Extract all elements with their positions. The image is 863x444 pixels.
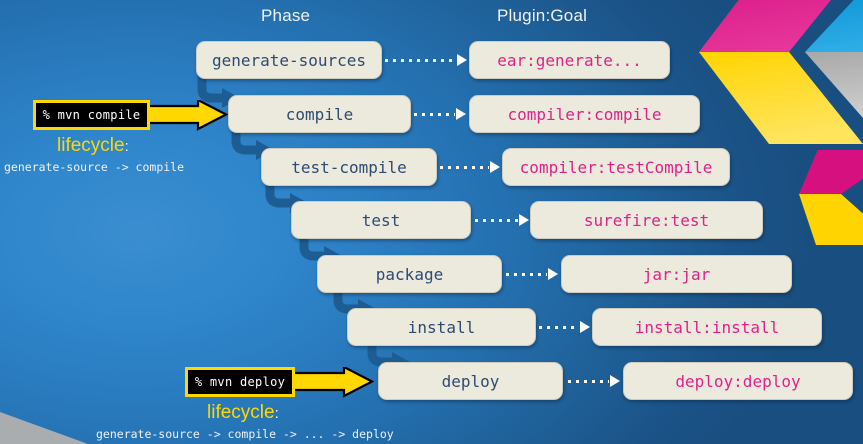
lifecycle-chain-compile: generate-source -> compile: [4, 160, 185, 174]
phase-node-deploy[interactable]: deploy: [378, 362, 563, 400]
lifecycle-chain-deploy: generate-source -> compile -> ... -> dep…: [96, 427, 394, 441]
lifecycle-colon-compile: :: [124, 138, 129, 155]
triangle-gray: [0, 412, 88, 444]
dotted-arrow-row-7: [568, 375, 620, 387]
chevron-cyan-upper: [805, 0, 863, 52]
goal-node-compiler-testcompile[interactable]: compiler:testCompile: [502, 148, 730, 186]
dotted-arrow-row-6: [539, 321, 590, 333]
lifecycle-label-compile: lifecycle:: [57, 135, 129, 157]
dotted-arrow-row-5: [506, 268, 558, 280]
lifecycle-word-compile: lifecycle: [57, 135, 125, 156]
dotted-arrow-row-2: [414, 108, 466, 120]
phase-node-package[interactable]: package: [317, 255, 502, 293]
goal-node-compiler-compile[interactable]: compiler:compile: [469, 95, 700, 133]
lifecycle-word-deploy: lifecycle: [207, 402, 275, 423]
callout-arrow-compile: [142, 100, 228, 131]
phase-node-generate-sources[interactable]: generate-sources: [196, 41, 382, 79]
column-header-plugin-goal: Plugin:Goal: [497, 6, 588, 25]
dotted-arrow-row-3: [440, 161, 500, 173]
chevron-gray-lower: [805, 52, 863, 118]
column-header-phase: Phase: [261, 6, 311, 25]
phase-node-install[interactable]: install: [347, 308, 536, 346]
dotted-arrow-row-1: [385, 54, 467, 66]
bottom-left-wedge-decoration: [0, 412, 88, 444]
callout-command-compile[interactable]: % mvn compile: [33, 100, 150, 130]
goal-node-deploy-deploy[interactable]: deploy:deploy: [623, 362, 853, 400]
goal-node-install-install[interactable]: install:install: [592, 308, 822, 346]
phase-node-compile[interactable]: compile: [228, 95, 411, 133]
callout-arrow-deploy: [288, 367, 374, 398]
goal-node-jar-jar[interactable]: jar:jar: [561, 255, 792, 293]
goal-node-surefire-test[interactable]: surefire:test: [530, 201, 763, 239]
goal-node-ear-generate[interactable]: ear:generate...: [469, 41, 670, 79]
chevron-magenta-upper: [699, 0, 831, 52]
dotted-arrow-row-4: [475, 214, 529, 226]
chevron-yellow-lower: [699, 52, 863, 144]
lifecycle-label-deploy: lifecycle:: [207, 402, 279, 424]
lifecycle-colon-deploy: :: [274, 405, 279, 422]
mid-right-chevron-decoration: [799, 150, 863, 245]
phase-node-test[interactable]: test: [291, 201, 471, 239]
chevron-magenta-small-upper: [799, 150, 863, 194]
chevron-yellow-small-lower: [799, 194, 863, 245]
callout-command-deploy[interactable]: % mvn deploy: [185, 367, 295, 397]
phase-node-test-compile[interactable]: test-compile: [261, 148, 437, 186]
